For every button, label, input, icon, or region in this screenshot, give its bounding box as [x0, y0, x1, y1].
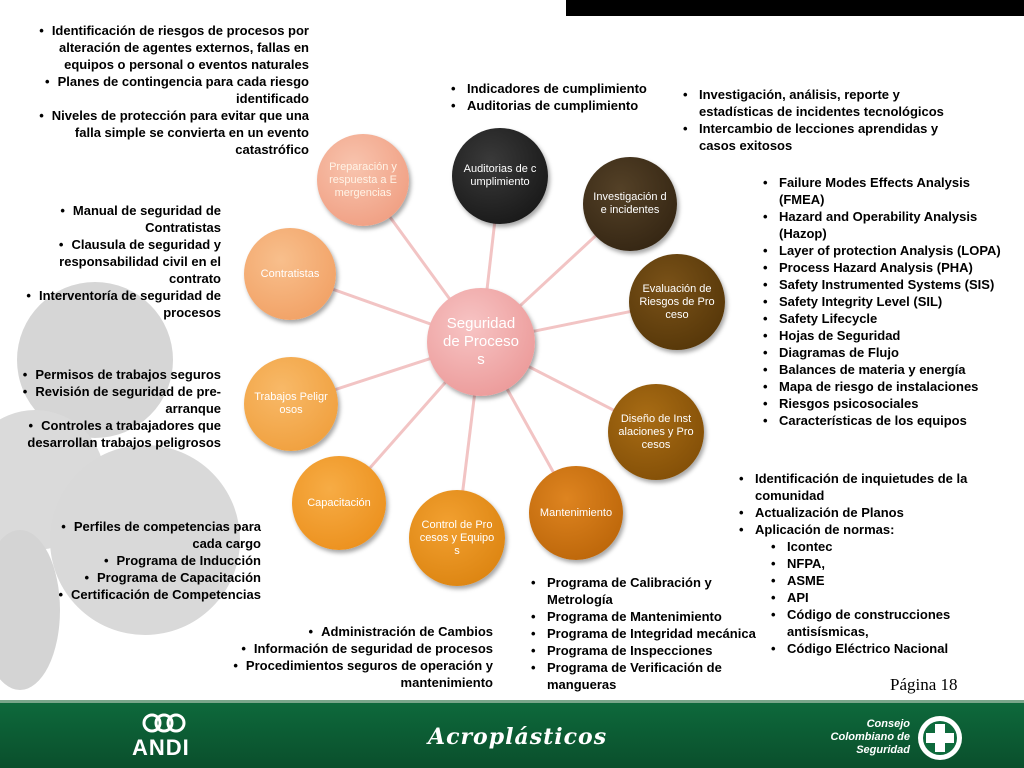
- control-bullet: Información de seguridad de procesos: [210, 640, 493, 657]
- mantenimiento-bullet: Programa de Inspecciones: [527, 642, 777, 659]
- diseno-bullet: Aplicación de normas:: [735, 521, 990, 538]
- node-label: Contratistas: [260, 267, 320, 280]
- node-label: Control de Procesos y Equipos: [419, 518, 495, 557]
- evaluacion-bullet: Layer of protection Analysis (LOPA): [759, 242, 1017, 259]
- preparacion-bullet: Identificación de riesgos de procesos po…: [20, 22, 309, 73]
- safety-cross-icon: [918, 716, 962, 760]
- control-bullet: Administración de Cambios: [210, 623, 493, 640]
- node-evaluacion: Evaluación de Riesgos de Proceso: [629, 254, 725, 350]
- evaluacion-bullet: Mapa de riesgo de instalaciones: [759, 378, 1017, 395]
- control-bullet: Procedimientos seguros de operación y ma…: [210, 657, 493, 691]
- node-label: Preparación y respuesta a Emergencias: [329, 160, 397, 199]
- evaluacion-bullet: Failure Modes Effects Analysis (FMEA): [759, 174, 1017, 208]
- consejo-line: Seguridad: [856, 744, 910, 756]
- node-preparacion: Preparación y respuesta a Emergencias: [317, 134, 409, 226]
- node-label: Diseño de Instalaciones y Procesos: [618, 412, 694, 451]
- node-diseno: Diseño de Instalaciones y Procesos: [608, 384, 704, 480]
- diseno-sub-bullet: Icontec: [735, 538, 990, 555]
- evaluacion-bullet: Hazard and Operability Analysis (Hazop): [759, 208, 1017, 242]
- capacitacion-bullet: Certificación de Competencias: [36, 586, 261, 603]
- investigacion-bullet: Investigación, análisis, reporte y estad…: [679, 86, 969, 120]
- node-label: Evaluación de Riesgos de Proceso: [639, 282, 715, 321]
- mantenimiento-bullet: Programa de Calibración y Metrología: [527, 574, 777, 608]
- investigacion-bullet: Intercambio de lecciones aprendidas y ca…: [679, 120, 969, 154]
- evaluacion-bullet: Process Hazard Analysis (PHA): [759, 259, 1017, 276]
- top-black-bar: [566, 0, 1024, 16]
- evaluacion-bullet: Safety Instrumented Systems (SIS): [759, 276, 1017, 293]
- evaluacion-bullet: Riesgos psicosociales: [759, 395, 1017, 412]
- node-mantenimiento: Mantenimiento: [529, 466, 623, 560]
- auditorias-bullet: Auditorias de cumplimiento: [447, 97, 667, 114]
- block-auditorias: Indicadores de cumplimientoAuditorias de…: [447, 80, 667, 114]
- diseno-sub-bullet: NFPA,: [735, 555, 990, 572]
- center-node-label: Seguridad de Procesos: [443, 315, 519, 368]
- contratistas-bullet: Interventoría de seguridad de procesos: [8, 287, 221, 321]
- capacitacion-bullet: Perfiles de competencias para cada cargo: [36, 518, 261, 552]
- consejo-line: Consejo: [866, 718, 910, 730]
- node-label: Investigación de incidentes: [593, 191, 667, 216]
- consejo-logo-text: Consejo Colombiano de Seguridad: [820, 718, 910, 757]
- block-contratistas: Manual de seguridad de ContratistasClaus…: [8, 202, 221, 321]
- node-auditorias: Auditorias de cumplimiento: [452, 128, 548, 224]
- trabajos-bullet: Controles a trabajadores que desarrollan…: [6, 417, 221, 451]
- footer-separator: [0, 700, 1024, 703]
- contratistas-bullet: Manual de seguridad de Contratistas: [8, 202, 221, 236]
- block-control: Administración de CambiosInformación de …: [210, 623, 493, 691]
- node-label: Mantenimiento: [539, 506, 613, 519]
- mantenimiento-bullet: Programa de Verificación de mangueras: [527, 659, 777, 693]
- capacitacion-bullet: Programa de Inducción: [36, 552, 261, 569]
- consejo-line: Colombiano de: [830, 731, 910, 743]
- node-investigacion: Investigación de incidentes: [583, 157, 677, 251]
- evaluacion-bullet: Hojas de Seguridad: [759, 327, 1017, 344]
- preparacion-bullet: Niveles de protección para evitar que un…: [20, 107, 309, 158]
- diseno-bullet: Identificación de inquietudes de la comu…: [735, 470, 990, 504]
- footer-bar: [0, 700, 1024, 768]
- node-label: Trabajos Peligrosos: [254, 391, 328, 416]
- capacitacion-bullet: Programa de Capacitación: [36, 569, 261, 586]
- block-trabajos: Permisos de trabajos segurosRevisión de …: [6, 366, 221, 451]
- node-control: Control de Procesos y Equipos: [409, 490, 505, 586]
- auditorias-bullet: Indicadores de cumplimiento: [447, 80, 667, 97]
- mantenimiento-bullet: Programa de Mantenimiento: [527, 608, 777, 625]
- node-label: Capacitación: [307, 496, 371, 509]
- block-diseno: Identificación de inquietudes de la comu…: [735, 470, 990, 657]
- diseno-bullet: Actualización de Planos: [735, 504, 990, 521]
- evaluacion-bullet: Balances de materia y energía: [759, 361, 1017, 378]
- node-trabajos: Trabajos Peligrosos: [244, 357, 338, 451]
- evaluacion-bullet: Diagramas de Flujo: [759, 344, 1017, 361]
- preparacion-bullet: Planes de contingencia para cada riesgo …: [20, 73, 309, 107]
- contratistas-bullet: Clausula de seguridad y responsabilidad …: [8, 236, 221, 287]
- block-mantenimiento: Programa de Calibración y MetrologíaProg…: [527, 574, 777, 693]
- evaluacion-bullet: Características de los equipos: [759, 412, 1017, 429]
- node-capacitacion: Capacitación: [292, 456, 386, 550]
- evaluacion-bullet: Safety Integrity Level (SIL): [759, 293, 1017, 310]
- andi-logo-icon: [142, 713, 186, 733]
- evaluacion-bullet: Safety Lifecycle: [759, 310, 1017, 327]
- page-number: Página 18: [890, 675, 958, 694]
- mantenimiento-bullet: Programa de Integridad mecánica: [527, 625, 777, 642]
- trabajos-bullet: Revisión de seguridad de pre-arranque: [6, 383, 221, 417]
- andi-logo-text: ANDI: [132, 735, 190, 760]
- block-evaluacion: Failure Modes Effects Analysis (FMEA)Haz…: [759, 174, 1017, 429]
- node-label: Auditorias de cumplimiento: [463, 163, 537, 188]
- center-node-seguridad-de-procesos: Seguridad de Procesos: [427, 288, 535, 396]
- acroplasticos-logo: Acroplásticos: [428, 724, 608, 750]
- block-preparacion: Identificación de riesgos de procesos po…: [20, 22, 309, 158]
- node-contratistas: Contratistas: [244, 228, 336, 320]
- block-capacitacion: Perfiles de competencias para cada cargo…: [36, 518, 261, 603]
- block-investigacion: Investigación, análisis, reporte y estad…: [679, 86, 969, 154]
- trabajos-bullet: Permisos de trabajos seguros: [6, 366, 221, 383]
